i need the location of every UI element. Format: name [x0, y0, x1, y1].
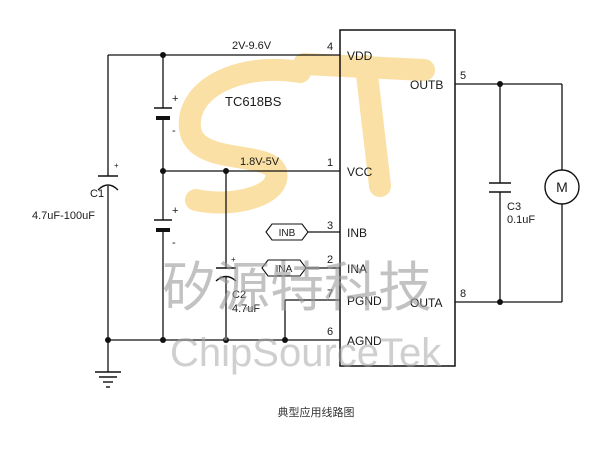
pin-vcc-number: 1 [327, 157, 333, 169]
pin-pgnd-number: 7 [327, 288, 333, 300]
junction-dots [105, 52, 503, 343]
battery-2-minus: - [172, 237, 176, 249]
pin-outa-number: 8 [460, 288, 466, 300]
battery-1-plus: + [172, 93, 178, 105]
c1-label: C1 [90, 188, 104, 200]
pin-vdd-name: VDD [347, 49, 373, 63]
ina-tag-label: INA [276, 264, 293, 275]
pin-agnd-name: AGND [347, 334, 382, 348]
wires [107, 54, 563, 372]
pin-pgnd-name: PGND [347, 294, 382, 308]
pin-outb-number: 5 [460, 70, 466, 82]
ground-symbol [95, 371, 121, 388]
c2-plus: + [231, 255, 236, 264]
capacitor-c2: + [215, 255, 237, 282]
battery-2-plus: + [172, 205, 178, 217]
pin-agnd-number: 6 [327, 326, 333, 338]
c2-value: 4.7uF [232, 303, 260, 315]
pin-inb-number: 3 [327, 220, 333, 232]
pin-outa-name: OUTA [410, 296, 442, 310]
watermark-chinese: 矽源特科技 [162, 256, 432, 319]
ic-body [339, 29, 456, 367]
c2-label: C2 [232, 289, 246, 301]
c1-plus: + [114, 161, 119, 170]
pin-vcc-name: VCC [347, 165, 373, 179]
pin-ina-number: 2 [327, 254, 333, 266]
motor: M [544, 169, 580, 205]
diagram-caption: 典型应用线路图 [278, 405, 355, 419]
chip-name: TC618BS [225, 94, 282, 109]
c3-label: C3 [507, 201, 521, 213]
motor-label: M [556, 179, 568, 195]
vcc-voltage-label: 1.8V-5V [240, 156, 280, 168]
pin-ina-name: INA [347, 262, 367, 276]
watermark-english: ChipSourceTek [170, 331, 442, 375]
vdd-voltage-label: 2V-9.6V [232, 40, 272, 52]
ina-signal-tag: INA [261, 259, 307, 277]
c1-value: 4.7uF-100uF [32, 210, 95, 222]
battery-2: + - [154, 205, 178, 249]
pin-outb-name: OUTB [410, 78, 443, 92]
battery-1-minus: - [172, 125, 176, 137]
inb-signal-tag: INB [265, 223, 309, 241]
capacitor-c3 [489, 182, 511, 193]
c3-value: 0.1uF [507, 214, 535, 226]
pin-vdd-number: 4 [327, 41, 333, 53]
pin-inb-name: INB [347, 226, 367, 240]
chipsourcetek-logo [178, 53, 435, 214]
inb-tag-label: INB [279, 228, 296, 239]
battery-1: + - [154, 93, 178, 137]
capacitor-c1: + [97, 161, 119, 191]
